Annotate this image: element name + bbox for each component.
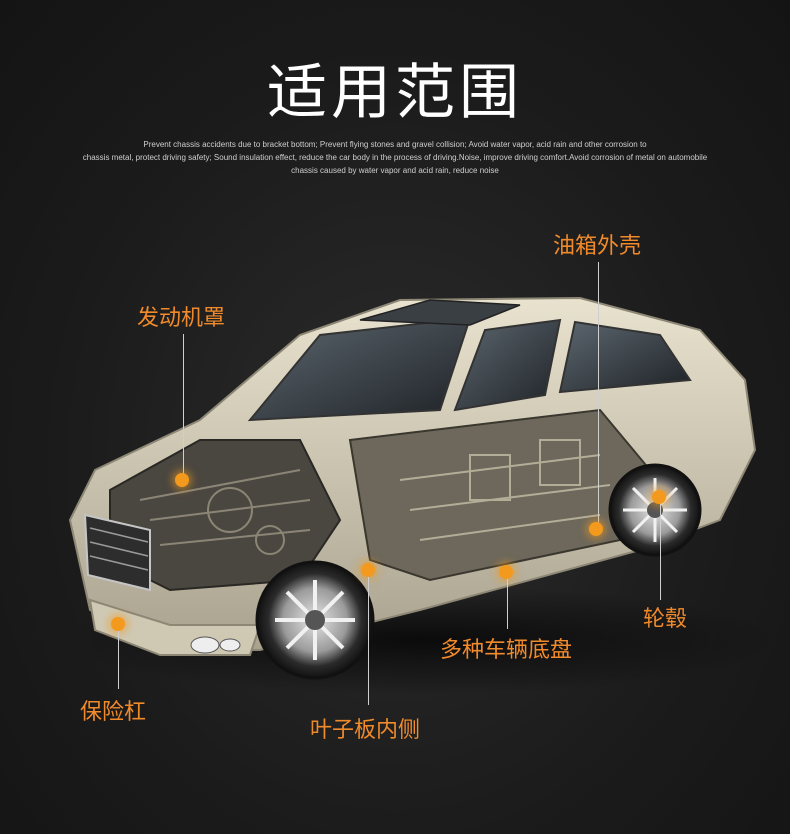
callout-wheel-hub-label: 轮毂 (643, 607, 688, 632)
callout-bumper-label: 保险杠 (80, 700, 147, 725)
front-wheel (255, 560, 375, 680)
side-window-front (453, 318, 562, 412)
side-window-rear (558, 320, 692, 394)
subtitle-line-3: chassis caused by water vapor and acid r… (291, 166, 499, 175)
callout-wheel-hub-line (660, 504, 661, 600)
callout-hood-dot (175, 473, 189, 487)
callout-bumper-line (118, 631, 119, 689)
callout-chassis-dot (499, 565, 513, 579)
subtitle-line-2: chassis metal, protect driving safety; S… (82, 153, 708, 162)
callout-chassis-line (507, 579, 508, 629)
callout-fuel-tank-line (598, 262, 599, 527)
callout-hood-label: 发动机罩 (137, 306, 226, 331)
callout-hood-line (183, 334, 184, 474)
sunroof (359, 299, 521, 326)
callout-wheel-hub-dot (652, 490, 666, 504)
callout-fender-inner-label: 叶子板内侧 (310, 718, 421, 743)
front-grille (83, 513, 151, 592)
page-title: 适用范围 (267, 58, 523, 128)
rear-wheel (608, 463, 702, 557)
callout-fender-inner-line (368, 577, 369, 705)
subtitle-line-1: Prevent chassis accidents due to bracket… (143, 140, 647, 149)
callout-fuel-tank-label: 油箱外壳 (553, 234, 642, 259)
callout-fuel-tank-dot (589, 522, 603, 536)
callout-fender-inner-dot (361, 563, 375, 577)
subtitle: Prevent chassis accidents due to bracket… (60, 138, 730, 177)
callout-bumper-dot (111, 617, 125, 631)
callout-chassis-label: 多种车辆底盘 (440, 638, 573, 663)
